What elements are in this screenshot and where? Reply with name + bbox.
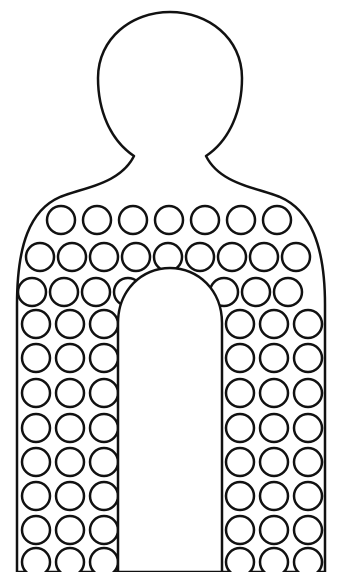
grid-circle — [263, 206, 291, 234]
grid-circle — [22, 310, 50, 338]
grid-circle — [26, 243, 54, 271]
grid-circle — [22, 482, 50, 510]
grid-circle — [90, 482, 118, 510]
grid-circle — [119, 206, 147, 234]
grid-circle — [260, 344, 288, 372]
grid-circle — [56, 548, 84, 572]
grid-circle — [294, 344, 322, 372]
grid-circle — [294, 482, 322, 510]
grid-circle — [22, 414, 50, 442]
grid-circle — [90, 379, 118, 407]
grid-circle — [226, 448, 254, 476]
grid-circle — [90, 516, 118, 544]
grid-circle — [226, 310, 254, 338]
grid-circle — [294, 379, 322, 407]
grid-circle — [218, 243, 246, 271]
grid-circle — [122, 243, 150, 271]
grid-circle — [260, 482, 288, 510]
grid-circle — [226, 344, 254, 372]
grid-circle — [90, 310, 118, 338]
grid-circle — [226, 379, 254, 407]
grid-circle — [56, 379, 84, 407]
grid-circle — [22, 448, 50, 476]
grid-circle — [282, 243, 310, 271]
grid-circle — [56, 344, 84, 372]
grid-circle — [250, 243, 278, 271]
grid-circle — [56, 310, 84, 338]
grid-circle — [226, 482, 254, 510]
grid-circle — [90, 448, 118, 476]
grid-circle — [226, 516, 254, 544]
grid-circle — [22, 516, 50, 544]
grid-circle — [90, 414, 118, 442]
grid-circle — [274, 278, 302, 306]
grid-circle — [56, 516, 84, 544]
grid-circle — [186, 243, 214, 271]
grid-circle — [191, 206, 219, 234]
grid-circle — [260, 548, 288, 572]
grid-circle — [18, 278, 46, 306]
grid-circle — [260, 448, 288, 476]
grid-circle — [294, 310, 322, 338]
grid-circle — [22, 379, 50, 407]
grid-circle — [47, 206, 75, 234]
grid-circle — [56, 448, 84, 476]
grid-circle — [58, 243, 86, 271]
grid-circle — [294, 414, 322, 442]
grid-circle — [294, 448, 322, 476]
grid-circle — [90, 243, 118, 271]
grid-circle — [22, 548, 50, 572]
inner-arch-cutout — [118, 268, 222, 572]
grid-circle — [90, 344, 118, 372]
grid-circle — [83, 206, 111, 234]
grid-circle — [294, 548, 322, 572]
grid-circle — [90, 548, 118, 572]
grid-circle — [260, 516, 288, 544]
grid-circle — [56, 482, 84, 510]
grid-circle — [50, 278, 78, 306]
grid-circle — [226, 414, 254, 442]
grid-circle — [260, 379, 288, 407]
grid-circle — [260, 414, 288, 442]
grid-circle — [260, 310, 288, 338]
grid-circle — [82, 278, 110, 306]
grid-circle — [22, 344, 50, 372]
grid-circle — [155, 206, 183, 234]
grid-circle — [294, 516, 322, 544]
grid-circle — [56, 414, 84, 442]
grid-circle — [226, 548, 254, 572]
grid-circle — [242, 278, 270, 306]
grid-circle — [227, 206, 255, 234]
